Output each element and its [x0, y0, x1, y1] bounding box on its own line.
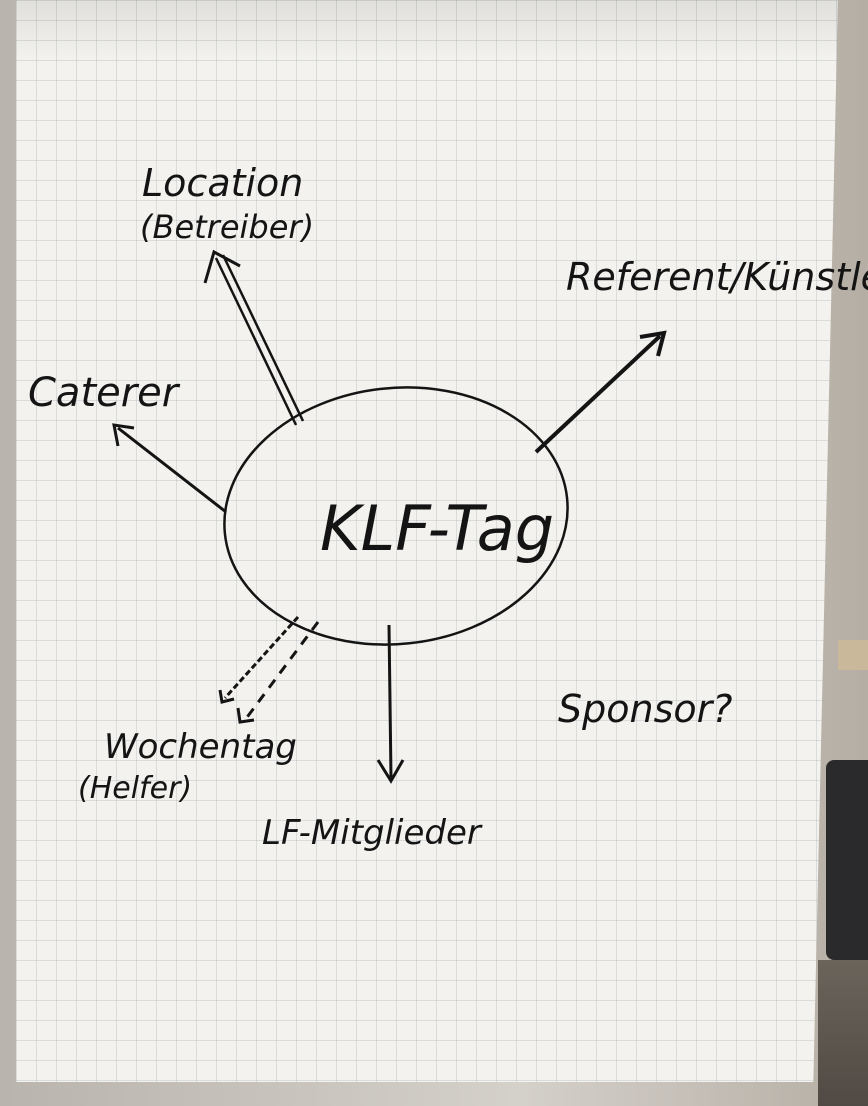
arrow-wochentag: [218, 615, 320, 724]
referent-label: Referent/Künstler: [566, 255, 868, 299]
backpack: [826, 760, 868, 960]
wochentag-label: Wochentag: [104, 727, 297, 767]
floor: [818, 960, 868, 1106]
arrow-mitglieder: [376, 624, 405, 784]
caterer-label: Caterer: [28, 370, 181, 416]
location-label: Location: [142, 161, 303, 205]
paper-shadow: [16, 0, 838, 60]
mitglieder-label: LF-Mitglieder: [262, 813, 483, 853]
center-label: KLF-Tag: [320, 492, 554, 565]
door-edge: [838, 640, 868, 670]
arrow-location: [203, 249, 305, 426]
wochentag-note: (Helfer): [78, 771, 192, 806]
arrow-caterer: [112, 423, 227, 514]
location-note: (Betreiber): [140, 208, 314, 246]
sponsor-label: Sponsor?: [558, 687, 732, 731]
arrow-referent: [534, 330, 667, 454]
flipchart-paper: [16, 0, 838, 1082]
center-ellipse: [223, 386, 569, 646]
